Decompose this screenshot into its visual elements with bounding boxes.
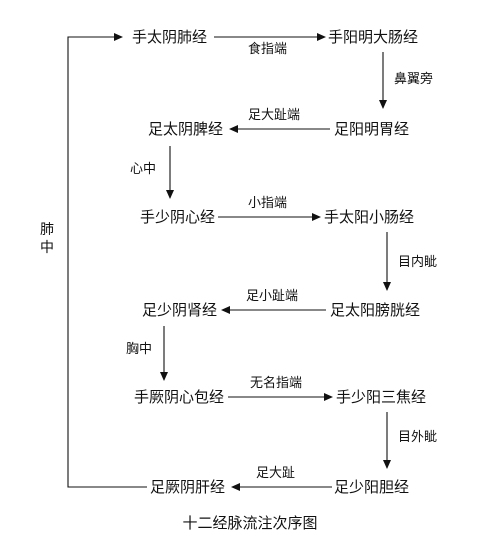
figure-caption: 十二经脉流注次序图 [182,514,318,532]
label-ring-finger-tip: 无名指端 [250,376,303,391]
label-outer-canthus: 目外眦 [398,430,438,445]
label-nose-side: 鼻翼旁 [394,72,434,87]
node-sanjiao-meridian: 手少阳三焦经 [336,388,427,406]
node-kidney-meridian: 足少阴肾经 [142,301,218,319]
node-pericardium-meridian: 手厥阴心包经 [134,388,225,406]
node-bladder-meridian: 足太阳膀胱经 [330,301,421,319]
label-index-finger-tip: 食指端 [248,42,288,57]
node-small-intestine-meridian: 手太阳小肠经 [324,208,415,226]
node-gallbladder-meridian: 足少阳胆经 [334,478,410,496]
label-big-toe-tip: 足大趾端 [248,108,301,123]
node-liver-meridian: 足厥阴肝经 [150,478,226,496]
label-lung-center-char-2: 中 [40,240,54,256]
node-lung-meridian: 手太阴肺经 [132,28,208,46]
label-big-toe: 足大趾 [256,466,296,481]
label-little-finger-tip: 小指端 [248,196,288,211]
arrow-liver-to-lung [67,33,147,488]
node-spleen-meridian: 足太阴脾经 [148,120,224,138]
node-stomach-meridian: 足阳明胃经 [334,120,410,138]
label-inner-canthus: 目内眦 [398,255,438,270]
label-heart-center: 心中 [130,162,157,177]
node-large-intestine-meridian: 手阳明大肠经 [328,28,419,46]
label-lung-center-char-1: 肺 [40,222,54,238]
label-little-toe-tip: 足小趾端 [246,289,299,304]
node-heart-meridian: 手少阴心经 [140,208,216,226]
label-chest-center: 胸中 [126,342,153,357]
